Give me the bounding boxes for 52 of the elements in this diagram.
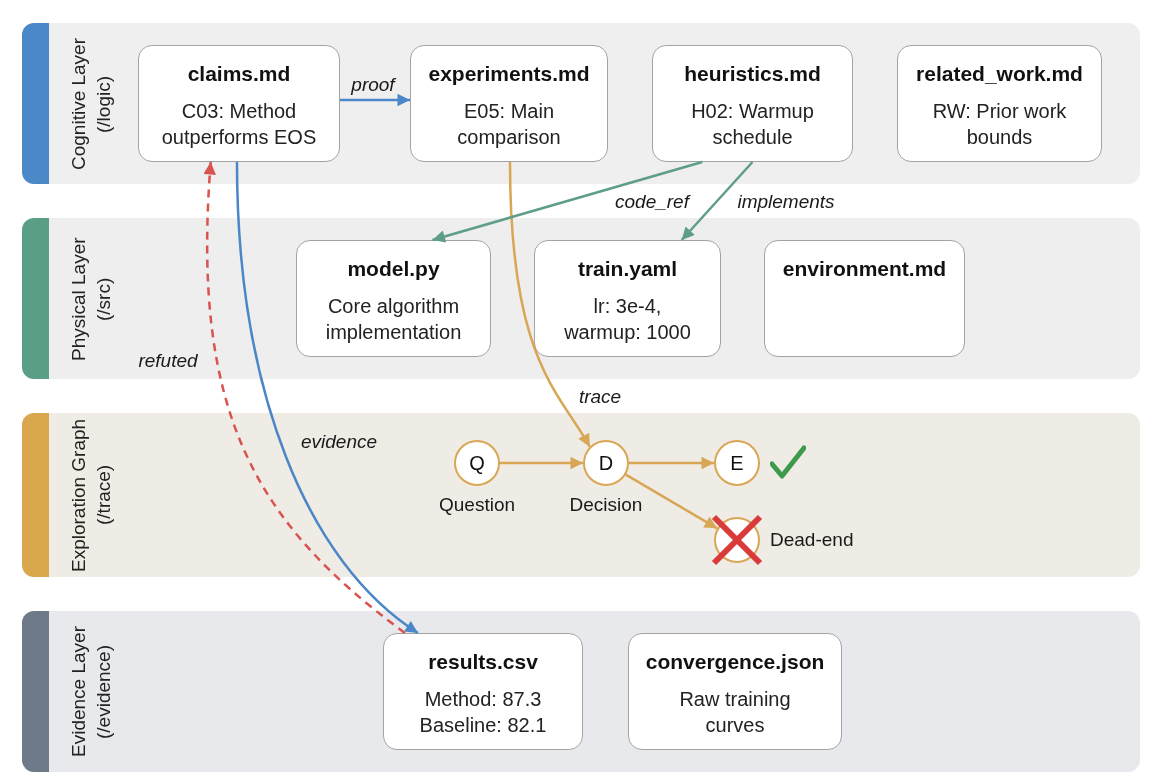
state-caption: Dead-end xyxy=(770,528,854,552)
arrow xyxy=(340,93,410,107)
arrow xyxy=(680,161,754,241)
edge-label: code_ref xyxy=(615,190,689,214)
layer-title: Cognitive Layer (/logic) xyxy=(67,36,115,172)
layer-band xyxy=(22,611,1140,772)
arrow xyxy=(625,473,718,530)
file-card xyxy=(628,633,842,750)
file-name: model.py xyxy=(347,256,440,282)
file-summary: E05: Main comparison xyxy=(456,99,562,150)
file-name: convergence.json xyxy=(645,649,825,675)
file-summary: H02: Warmup schedule xyxy=(690,99,815,150)
file-summary: Method: 87.3 Baseline: 82.1 xyxy=(418,687,548,738)
arrow xyxy=(508,161,591,448)
edge-label: refuted xyxy=(138,349,198,373)
arrow xyxy=(432,160,703,243)
file-summary: RW: Prior work bounds xyxy=(931,99,1068,150)
arrow xyxy=(629,456,714,470)
file-summary: Raw training curves xyxy=(678,687,792,738)
layer-title: Evidence Layer (/evidence) xyxy=(67,625,115,759)
dashed-arrow xyxy=(203,161,406,634)
file-summary: Core algorithm implementation xyxy=(324,294,463,345)
edge-label: evidence xyxy=(300,430,378,454)
file-card xyxy=(296,240,491,357)
edge-label: proof xyxy=(351,73,395,97)
file-card xyxy=(410,45,608,162)
file-card xyxy=(383,633,583,750)
file-name: claims.md xyxy=(187,61,291,87)
state-caption: Decision xyxy=(569,493,643,517)
edge-label: implements xyxy=(737,190,835,214)
file-name: train.yaml xyxy=(577,256,678,282)
file-card xyxy=(652,45,853,162)
file-summary: lr: 3e-4, warmup: 1000 xyxy=(563,294,692,345)
file-name: results.csv xyxy=(428,649,538,675)
layer-title: Exploration Graph (/trace) xyxy=(67,417,115,574)
state-caption: Question xyxy=(439,493,515,517)
file-card xyxy=(897,45,1102,162)
file-card xyxy=(764,240,965,357)
edge-label: trace xyxy=(578,385,622,409)
arrow xyxy=(235,161,419,634)
file-card xyxy=(534,240,721,357)
file-summary: C03: Method outperforms EOS xyxy=(160,99,318,150)
file-name: heuristics.md xyxy=(684,61,821,87)
layer-band xyxy=(22,218,1140,379)
file-card xyxy=(138,45,340,162)
file-name: experiments.md xyxy=(428,61,590,87)
arrow xyxy=(500,456,583,470)
layer-band xyxy=(22,413,1140,577)
file-name: related_work.md xyxy=(916,61,1083,87)
file-name: environment.md xyxy=(782,256,947,282)
layer-band xyxy=(22,23,1140,184)
layer-title: Physical Layer (/src) xyxy=(67,235,115,363)
